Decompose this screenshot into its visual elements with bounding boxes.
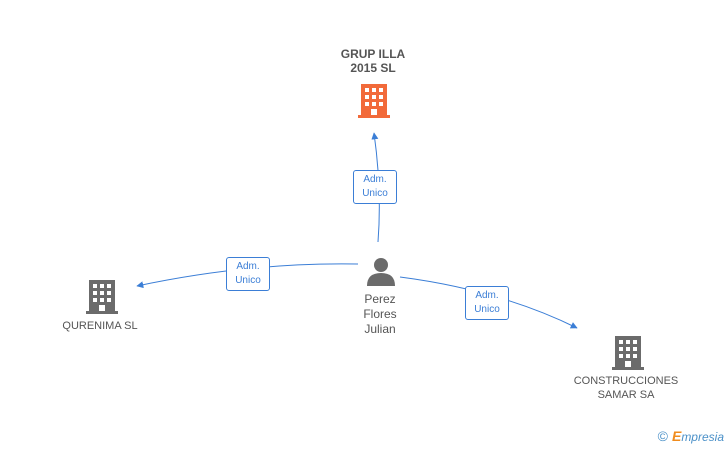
person-label-line1: Perez [364, 292, 396, 306]
brand-rest: mpresia [681, 430, 724, 444]
edge-label-line2: Unico [235, 275, 261, 286]
building-icon[interactable] [358, 82, 390, 118]
building-icon[interactable] [612, 334, 644, 370]
brand-first-letter: E [671, 428, 682, 444]
copyright-symbol: © [657, 428, 668, 444]
grup-illa-label-line2: 2015 SL [350, 61, 396, 75]
edge-label-line1: Adm. [475, 290, 499, 301]
person-icon[interactable] [366, 256, 396, 286]
construcciones-label[interactable]: CONSTRUCCIONES SAMAR SA [566, 374, 686, 402]
edge-label-line1: Adm. [236, 261, 260, 272]
qurenima-label[interactable]: QURENIMA SL [62, 320, 138, 332]
building-icon[interactable] [86, 278, 118, 314]
construcciones-label-line2: SAMAR SA [597, 389, 655, 401]
edge-label-construcciones[interactable]: Adm. Unico [465, 286, 509, 320]
grup-illa-label-line1: GRUP ILLA [340, 47, 406, 61]
construcciones-label-line1: CONSTRUCCIONES [573, 375, 679, 387]
person-label-line2: Flores [363, 307, 397, 321]
edge-label-line2: Unico [474, 304, 500, 315]
grup-illa-label[interactable]: GRUP ILLA 2015 SL [328, 47, 418, 75]
edge-label-line1: Adm. [363, 174, 387, 185]
edge-label-qurenima[interactable]: Adm. Unico [226, 257, 270, 291]
edge-label-line2: Unico [362, 188, 388, 199]
person-label[interactable]: Perez Flores Julian [348, 292, 412, 337]
empresia-logo: ©Empresia [658, 428, 724, 444]
person-label-line3: Julian [364, 322, 396, 336]
edge-label-grup-illa[interactable]: Adm. Unico [353, 170, 397, 204]
